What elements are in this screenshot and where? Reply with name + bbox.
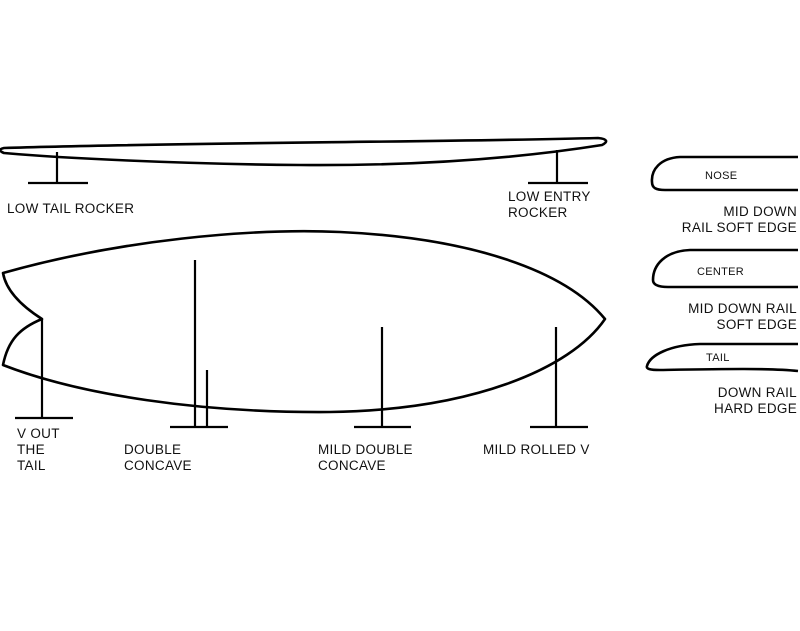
rocker-profile: LOW TAIL ROCKER LOW ENTRY ROCKER [0, 136, 608, 220]
tail-rocker-marker [28, 152, 88, 185]
low-tail-rocker-label: LOW TAIL ROCKER [7, 201, 134, 216]
tail-section-label: TAIL [706, 352, 730, 364]
v-out-tail-label-3: TAIL [17, 458, 46, 473]
board-planshape-outline [1, 229, 607, 414]
mild-double-concave-label: MILD DOUBLE [318, 442, 413, 457]
nose-section-label: NOSE [705, 170, 737, 182]
low-entry-rocker-label-2: ROCKER [508, 205, 568, 220]
tail-rail-shape [645, 342, 799, 373]
entry-rocker-marker [528, 150, 588, 185]
v-out-tail-marker [15, 319, 73, 420]
double-concave-label-2: CONCAVE [124, 458, 192, 473]
center-rail-shape [651, 248, 798, 289]
tail-rail-desc: DOWN RAIL [718, 385, 797, 400]
mild-rolled-v-label: MILD ROLLED V [483, 442, 590, 457]
nose-rail-desc: MID DOWN [723, 204, 797, 219]
mild-double-concave-marker [354, 327, 411, 429]
bottom-contours: V OUT THE TAIL DOUBLE CONCAVE MILD DOUBL… [1, 229, 607, 473]
double-concave-marker [170, 260, 228, 429]
low-entry-rocker-label: LOW ENTRY [508, 189, 591, 204]
center-rail-desc-2: SOFT EDGE [717, 317, 797, 332]
tail-rail-desc-2: HARD EDGE [714, 401, 797, 416]
center-section-label: CENTER [697, 266, 744, 278]
v-out-tail-label-2: THE [17, 442, 45, 457]
v-out-tail-label: V OUT [17, 426, 60, 441]
mild-double-concave-label-2: CONCAVE [318, 458, 386, 473]
mild-rolled-v-marker [530, 327, 588, 429]
center-rail-desc: MID DOWN RAIL [688, 301, 797, 316]
double-concave-label: DOUBLE [124, 442, 181, 457]
nose-rail-desc-2: RAIL SOFT EDGE [682, 220, 797, 235]
board-side-outline [0, 136, 608, 167]
rail-profiles: NOSE MID DOWN RAIL SOFT EDGE CENTER MID … [645, 155, 799, 416]
nose-rail-shape [650, 155, 798, 192]
